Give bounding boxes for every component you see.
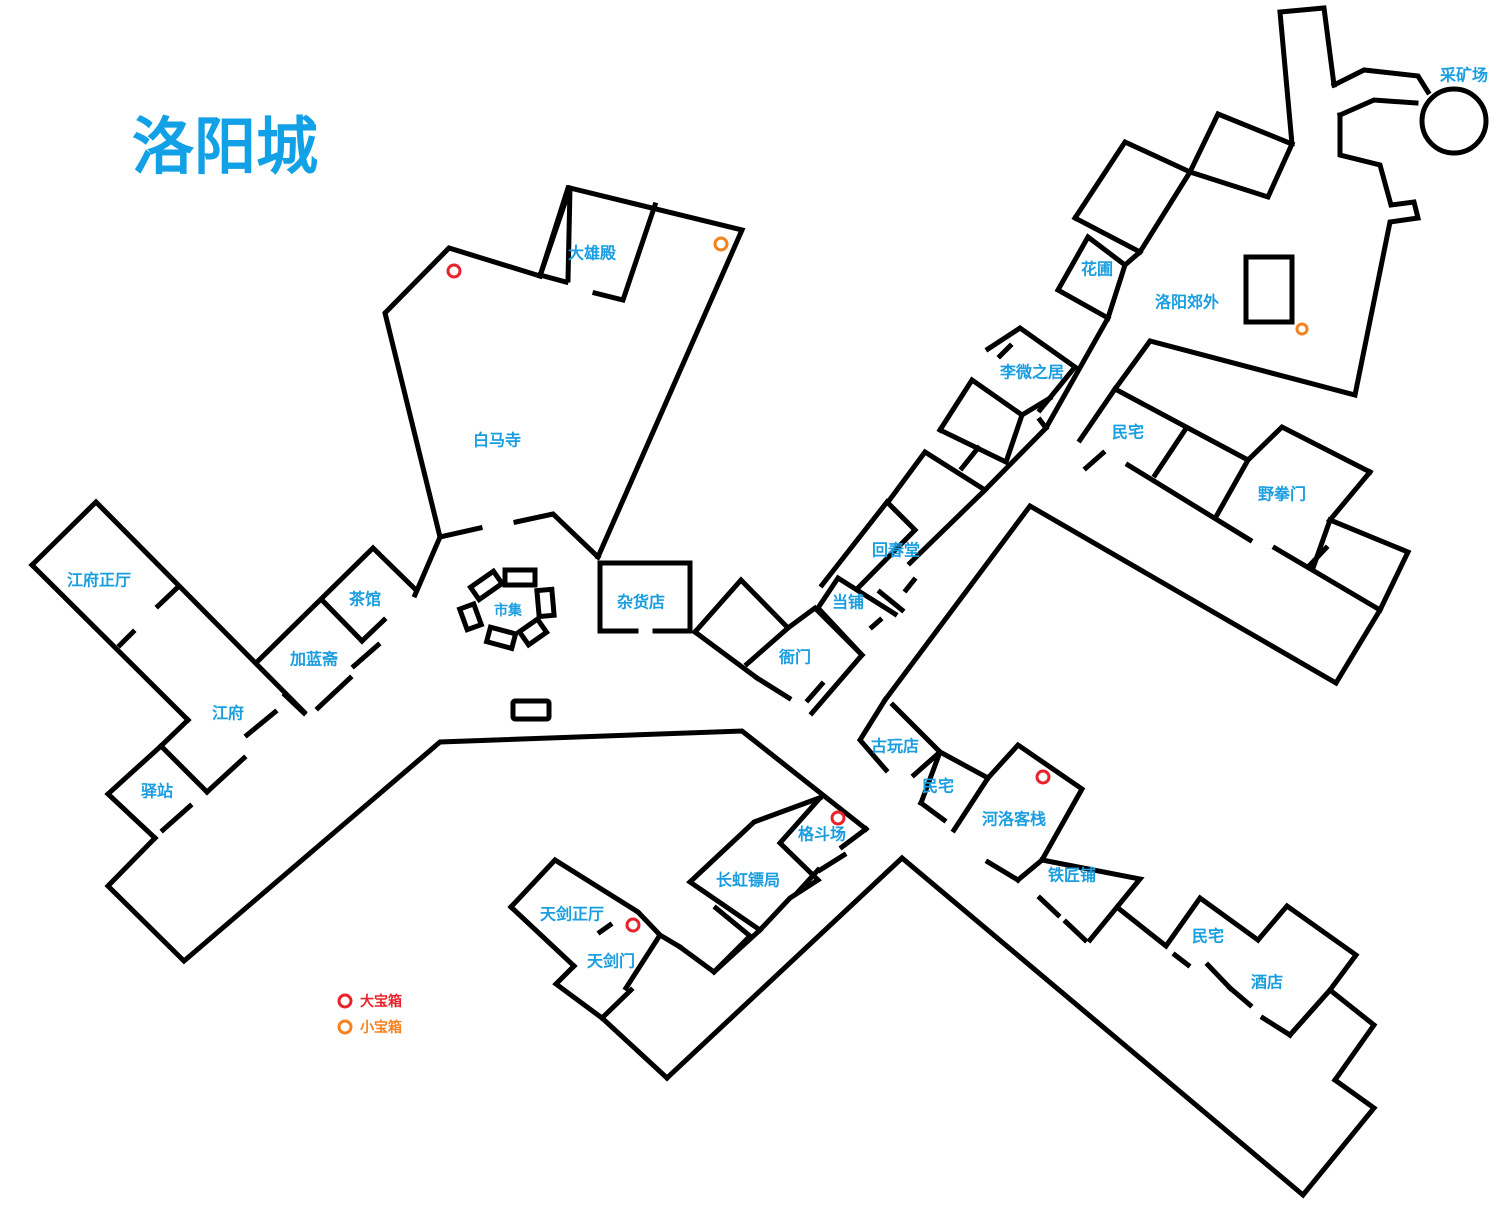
small-chest-marker[interactable] — [713, 236, 729, 252]
location-luoyang-jiaowai[interactable]: 洛阳郊外 — [1155, 293, 1219, 312]
market-stalls — [456, 567, 557, 652]
location-yizhan[interactable]: 驿站 — [141, 782, 173, 801]
map-legend: 大宝箱 小宝箱 — [337, 993, 402, 1036]
location-caikuangchang[interactable]: 采矿场 — [1439, 66, 1488, 85]
map-walls — [28, 5, 1489, 1199]
legend-small-chest-label: 小宝箱 — [360, 1019, 402, 1036]
location-yequanmen[interactable]: 野拳门 — [1258, 485, 1306, 504]
location-daxiongdian[interactable]: 大雄殿 — [568, 244, 617, 263]
small-chest-marker[interactable] — [1295, 322, 1309, 336]
location-jiangfu-zhengting[interactable]: 江府正厅 — [67, 571, 131, 590]
location-tianjian-zhengting[interactable]: 天剑正厅 — [540, 905, 604, 924]
location-changhong-biaoju[interactable]: 长虹镖局 — [716, 871, 780, 890]
map-title: 洛阳城 — [132, 110, 318, 183]
large-chest-marker[interactable] — [446, 263, 462, 279]
treasure-chests — [446, 236, 1309, 933]
location-huichuntang[interactable]: 回春堂 — [872, 541, 920, 560]
location-jialanzhai[interactable]: 加蓝斋 — [289, 650, 339, 669]
large-chest-legend-icon — [337, 993, 353, 1009]
location-yamen[interactable]: 衙门 — [778, 648, 811, 667]
large-chest-marker[interactable] — [1035, 769, 1051, 785]
large-chest-marker[interactable] — [830, 810, 846, 826]
location-minzhai-se[interactable]: 民宅 — [1192, 927, 1224, 946]
small-chest-legend-icon — [337, 1019, 353, 1035]
location-chaguan[interactable]: 茶馆 — [348, 590, 381, 609]
location-shiji[interactable]: 市集 — [494, 602, 523, 619]
location-liwei-zhiju[interactable]: 李微之居 — [999, 363, 1064, 382]
large-chest-marker[interactable] — [625, 917, 641, 933]
location-huayuan[interactable]: 花圃 — [1081, 260, 1113, 279]
location-dangpu[interactable]: 当铺 — [832, 593, 864, 612]
location-heluo-kezhan[interactable]: 河洛客栈 — [982, 810, 1046, 829]
jiaowai-building — [1243, 254, 1295, 325]
legend-large-chest-label: 大宝箱 — [360, 993, 402, 1010]
location-guwandian[interactable]: 古玩店 — [871, 737, 919, 756]
location-labels: 采矿场 洛阳郊外 花圃 李微之居 民宅 野拳门 大雄殿 白马寺 回春堂 当铺 衙… — [67, 66, 1488, 992]
location-jiangfu[interactable]: 江府 — [212, 704, 244, 723]
location-minzhai-ne[interactable]: 民宅 — [1112, 423, 1144, 442]
location-jiudian[interactable]: 酒店 — [1251, 973, 1283, 992]
location-tianjianmen[interactable]: 天剑门 — [587, 952, 635, 971]
location-gedouchang[interactable]: 格斗场 — [798, 825, 846, 844]
location-minzhai-mid[interactable]: 民宅 — [922, 777, 954, 796]
location-baimasi[interactable]: 白马寺 — [473, 431, 521, 450]
location-tiejiangpu[interactable]: 铁匠铺 — [1048, 866, 1096, 885]
location-zahuodian[interactable]: 杂货店 — [617, 593, 665, 612]
